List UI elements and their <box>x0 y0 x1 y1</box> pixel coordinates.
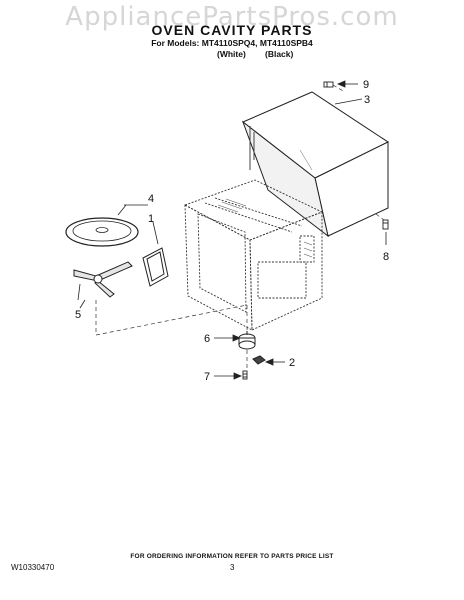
cavity-grille <box>217 198 313 258</box>
top-screw-part[interactable] <box>323 81 334 88</box>
waveguide-cover-part[interactable] <box>142 247 169 287</box>
callout-1: 1 <box>148 213 154 225</box>
cabinet-screw-part[interactable] <box>382 219 389 230</box>
site-watermark: AppliancePartsPros.com <box>65 2 399 32</box>
callout-4: 4 <box>148 193 154 205</box>
callout-5: 5 <box>75 309 81 321</box>
alignment-lines <box>95 84 385 370</box>
cabinet-wrapper-part[interactable] <box>241 91 390 238</box>
turntable-motor-part[interactable] <box>238 331 256 350</box>
roller-support-part[interactable] <box>73 261 133 298</box>
callout-3: 3 <box>364 94 370 106</box>
glass-turntable-part[interactable] <box>65 217 139 247</box>
coupler-part[interactable] <box>252 355 266 365</box>
callout-8: 8 <box>383 251 389 263</box>
callout-6: 6 <box>204 333 210 345</box>
page-number: 3 <box>230 563 235 572</box>
callout-7: 7 <box>204 371 210 383</box>
document-number: W10330470 <box>11 563 55 572</box>
ordering-note: FOR ORDERING INFORMATION REFER TO PARTS … <box>130 553 334 560</box>
motor-screw-part[interactable] <box>242 370 248 380</box>
leader-lines <box>77 80 387 380</box>
callout-9: 9 <box>363 79 369 91</box>
callout-2: 2 <box>289 357 295 369</box>
variant-black: (Black) <box>265 49 294 59</box>
variant-white: (White) <box>217 49 246 59</box>
oven-cavity-part[interactable] <box>183 179 324 331</box>
model-list: For Models: MT4110SPQ4, MT4110SPB4 <box>151 38 313 48</box>
page-title: OVEN CAVITY PARTS <box>151 22 313 38</box>
